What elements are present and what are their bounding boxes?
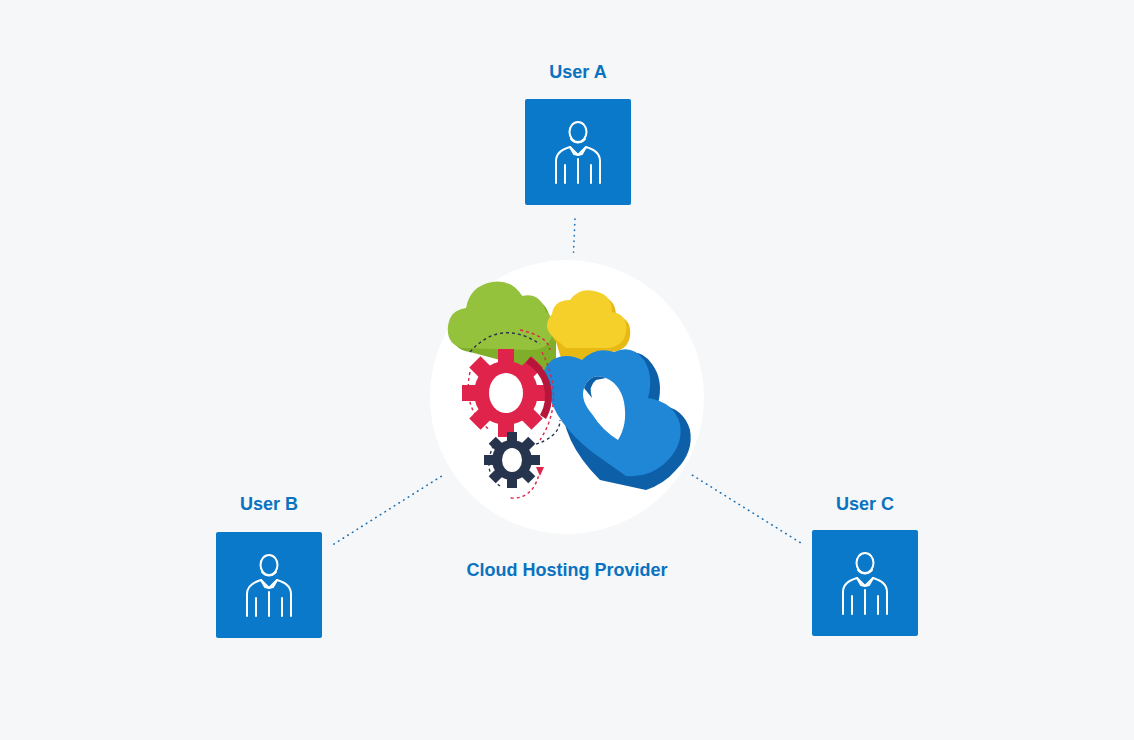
provider-circle: Cloud Hosting Provider <box>430 260 704 534</box>
user-box <box>525 99 631 205</box>
user-label: User A <box>549 62 606 83</box>
user-box <box>812 530 918 636</box>
dotted-connector <box>574 219 575 252</box>
user-node: User C <box>812 494 918 636</box>
user-label: User C <box>836 494 894 515</box>
person-icon <box>216 532 322 638</box>
user-box <box>216 532 322 638</box>
person-icon <box>525 99 631 205</box>
user-label: User B <box>240 494 298 515</box>
cloud-gears-illustration <box>430 260 704 534</box>
dotted-connector <box>334 474 445 544</box>
user-node: User B <box>216 494 322 638</box>
user-node: User A <box>525 62 631 205</box>
person-icon <box>812 530 918 636</box>
provider-label: Cloud Hosting Provider <box>466 560 667 581</box>
dotted-connector <box>690 474 800 543</box>
